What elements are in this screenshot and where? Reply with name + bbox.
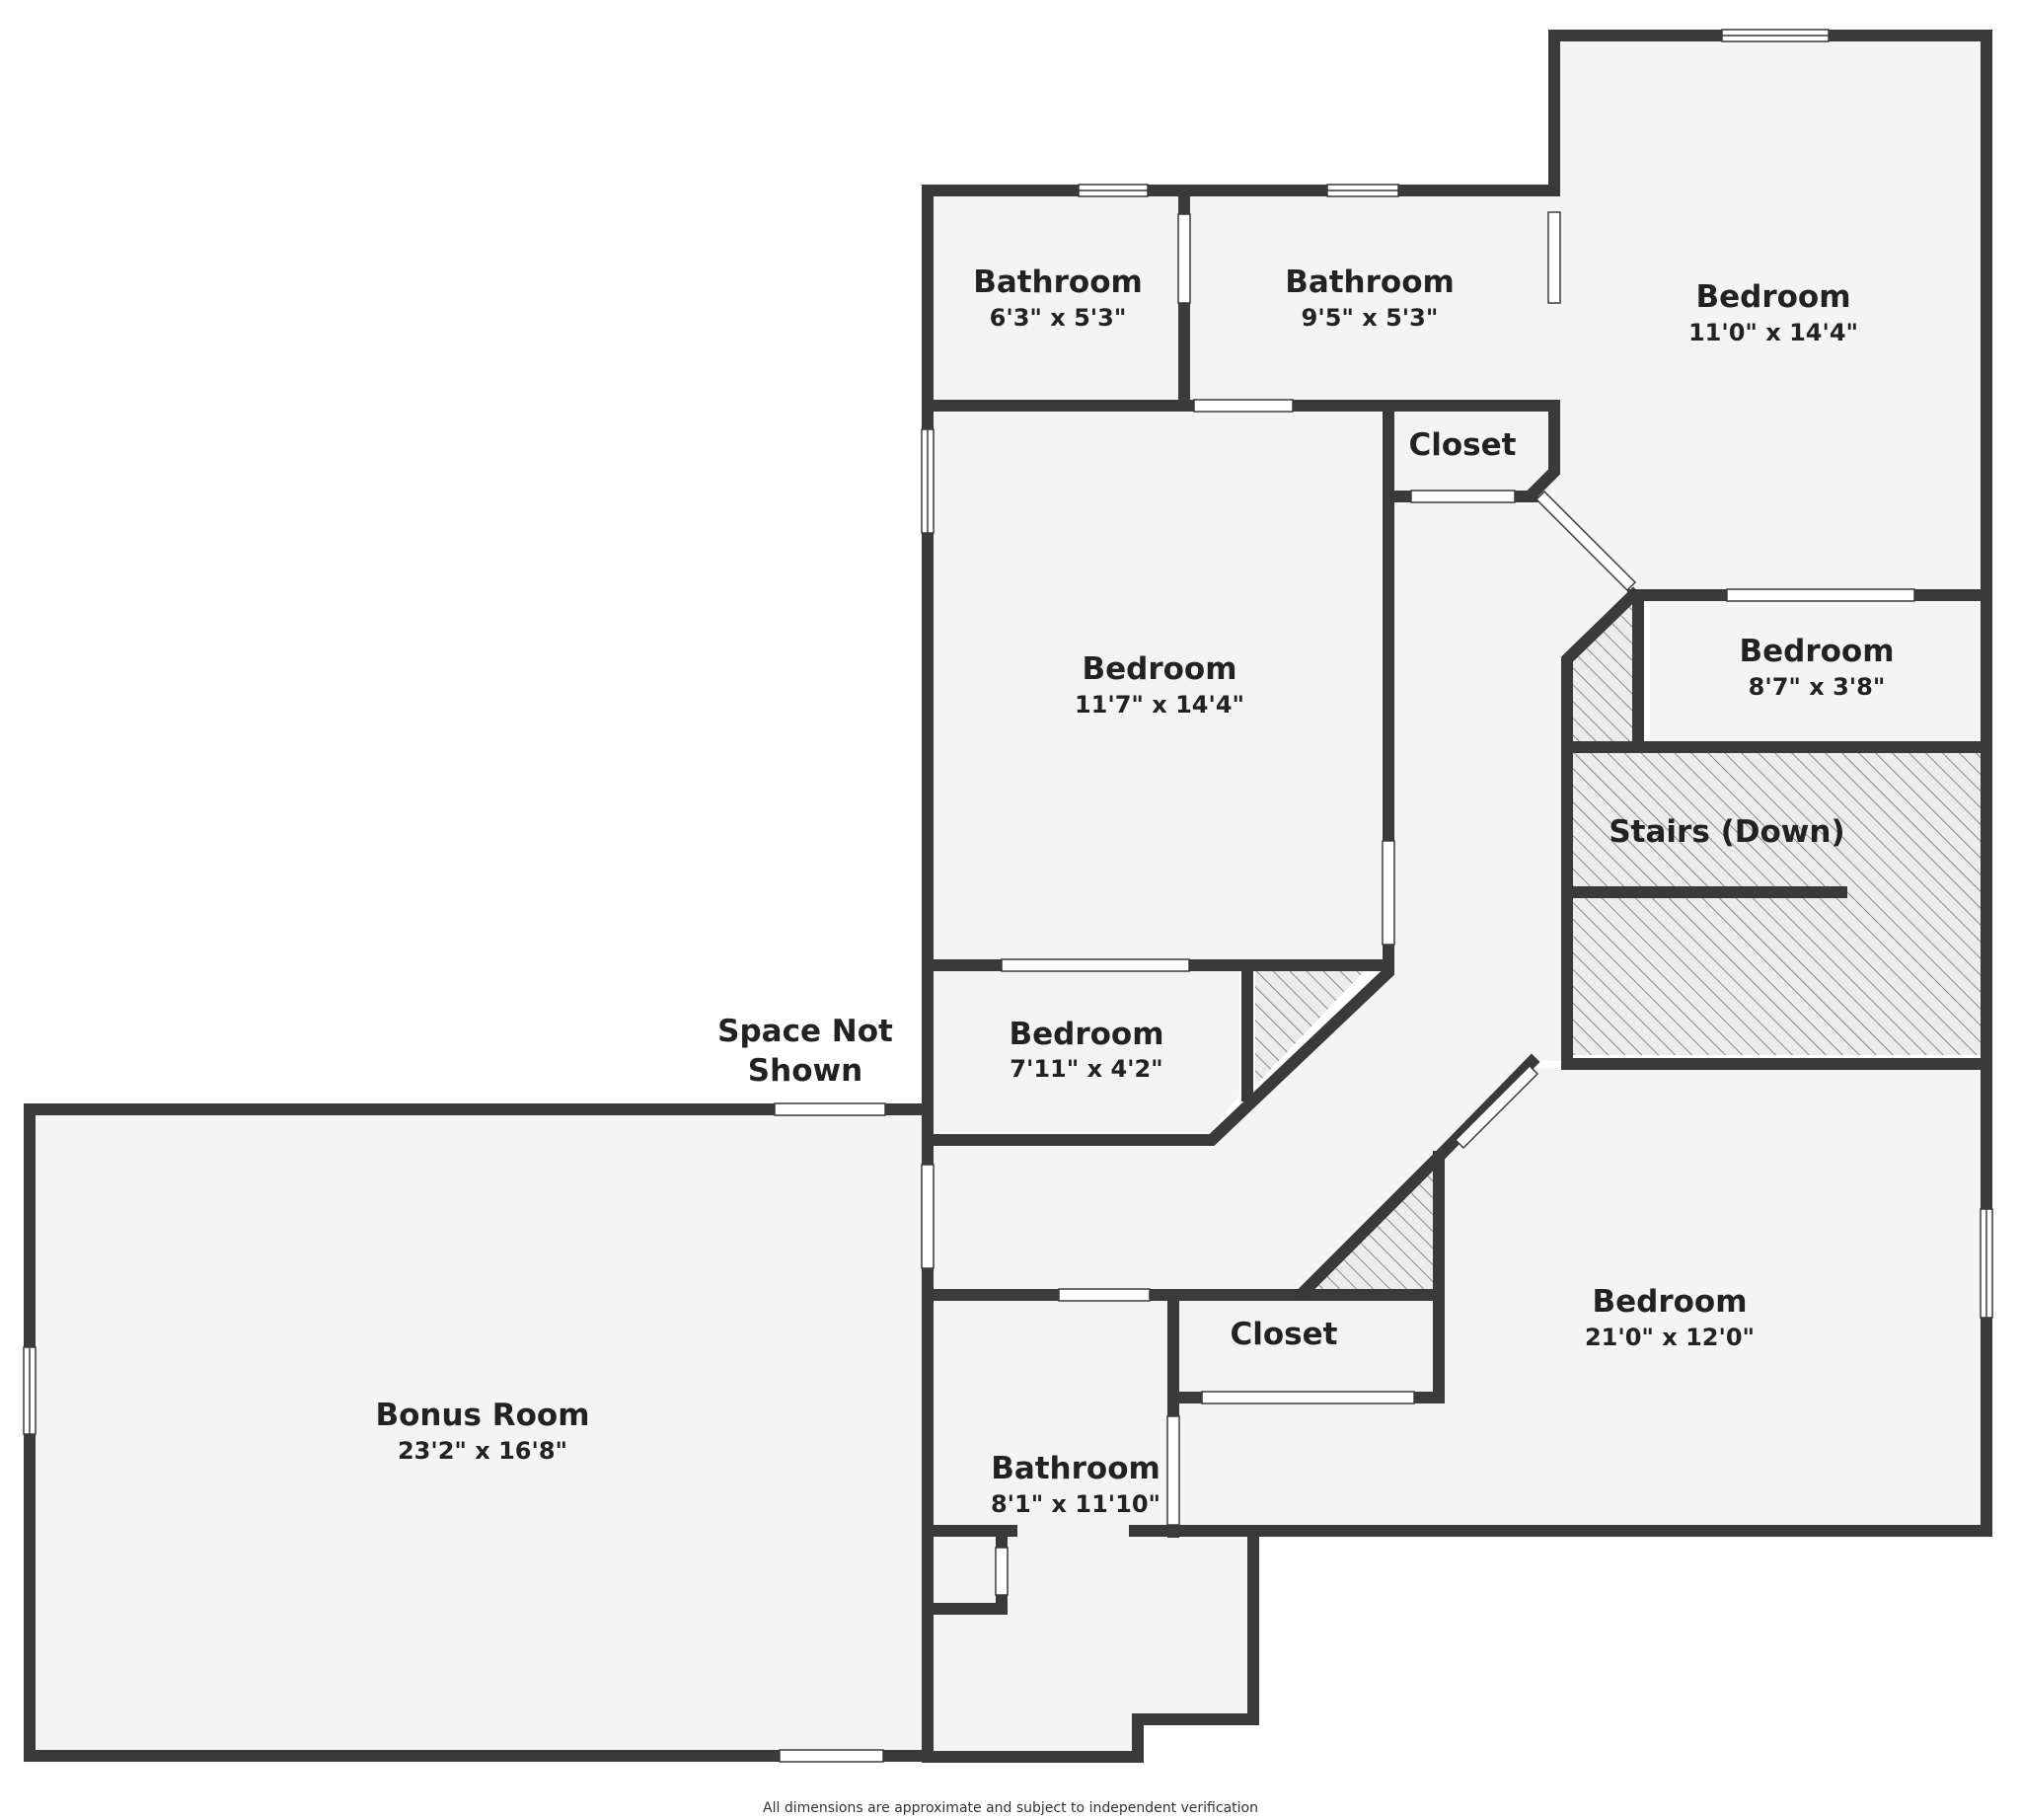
wall-hatch-lower [1294,1148,1448,1302]
opening-closet-top [1410,490,1516,503]
hatch-mid [1255,969,1366,1086]
labels: Bathroom 6'3" x 5'3" Bathroom 9'5" x 5'3… [375,265,1894,1816]
room-dims: 11'0" x 14'4" [1688,319,1858,346]
opening-bath-bottom-right [1166,1415,1180,1526]
bedroom-top-right-floor [1554,41,1986,595]
opening-bath-bottom-top [1058,1288,1151,1302]
wall-bedroom-small-right [1627,589,1644,753]
bathroom-bottom-floor [933,1300,1248,1754]
room-name: Bedroom [1739,634,1894,669]
opening-bonus-right [921,1164,935,1269]
stairs-floor [1569,752,1985,1055]
closet-bottom-floor [1179,1301,1434,1394]
hatch-upper [1567,602,1638,742]
opening-hall-diagonal-upper [1534,490,1637,592]
room-name: Bedroom [1082,651,1236,687]
opening-bath-left-vert [1177,213,1191,304]
closet-top-floor [1386,413,1552,496]
bedroom-small-right-floor [1650,600,1985,742]
opening-bedroom-small-right [1726,588,1915,602]
room-name: Space Not [717,1014,893,1049]
disclaimer-text: All dimensions are approximate and subje… [763,1800,1258,1816]
opening-closet-bottom [1201,1391,1415,1404]
room-dims: 8'1" x 11'10" [991,1490,1160,1518]
room-dims: 7'11" x 4'2" [1010,1055,1162,1083]
room-name: Bonus Room [375,1398,589,1433]
room-name: Bedroom [1592,1284,1747,1320]
floor-fills [30,41,1986,1756]
opening-toilet-nook [995,1547,1009,1596]
room-name: Bathroom [1285,265,1455,300]
room-name: Bedroom [1009,1017,1163,1052]
room-dims: 6'3" x 5'3" [990,304,1127,332]
room-name: Bathroom [991,1451,1160,1486]
room-name: Stairs (Down) [1609,814,1844,850]
bedroom-center-floor [933,413,1382,961]
bathroom-top-left-floor [933,195,1184,406]
room-name: Bathroom [973,265,1143,300]
bathroom-top-mid-floor [1184,195,1554,406]
room-name: Closet [1231,1317,1338,1352]
bedroom-bottom-right-floor [1179,1068,1985,1525]
opening-bath-mid-bottom [1193,399,1294,413]
wall-bonus-outer [24,1103,934,1762]
bedroom-small-mid-floor [933,969,1239,1133]
opening-bath-mid-right [1547,211,1561,304]
windows [29,29,1987,1434]
hallway-floor [928,496,1628,1290]
room-dims: 23'2" x 16'8" [398,1437,567,1465]
opening-bedroom-center-bottom [1001,958,1190,972]
wall-hatch-upper [1561,586,1992,753]
wall-stairs-left [1561,741,1992,1070]
opening-bonus-bottom [779,1749,884,1763]
room-dims: 9'5" x 5'3" [1302,304,1439,332]
bonus-room-floor [30,1109,928,1756]
room-dims: 11'7" x 14'4" [1075,691,1244,719]
opening-bedroom-center-right [1382,840,1395,946]
room-dims: 21'0" x 12'0" [1585,1324,1755,1351]
wall-closet-top [1524,400,1560,502]
room-name: Closet [1409,427,1517,463]
room-name: Bedroom [1695,279,1850,315]
opening-space-not-shown [774,1102,886,1116]
room-dims: 8'7" x 3'8" [1749,673,1886,701]
opening-hall-diagonal-lower [1454,1064,1539,1150]
wall-bedroom-small-mid [922,959,1394,1146]
wall-bath-bottom [922,1525,1259,1763]
openings [23,211,1993,1763]
room-name: Shown [748,1053,862,1089]
